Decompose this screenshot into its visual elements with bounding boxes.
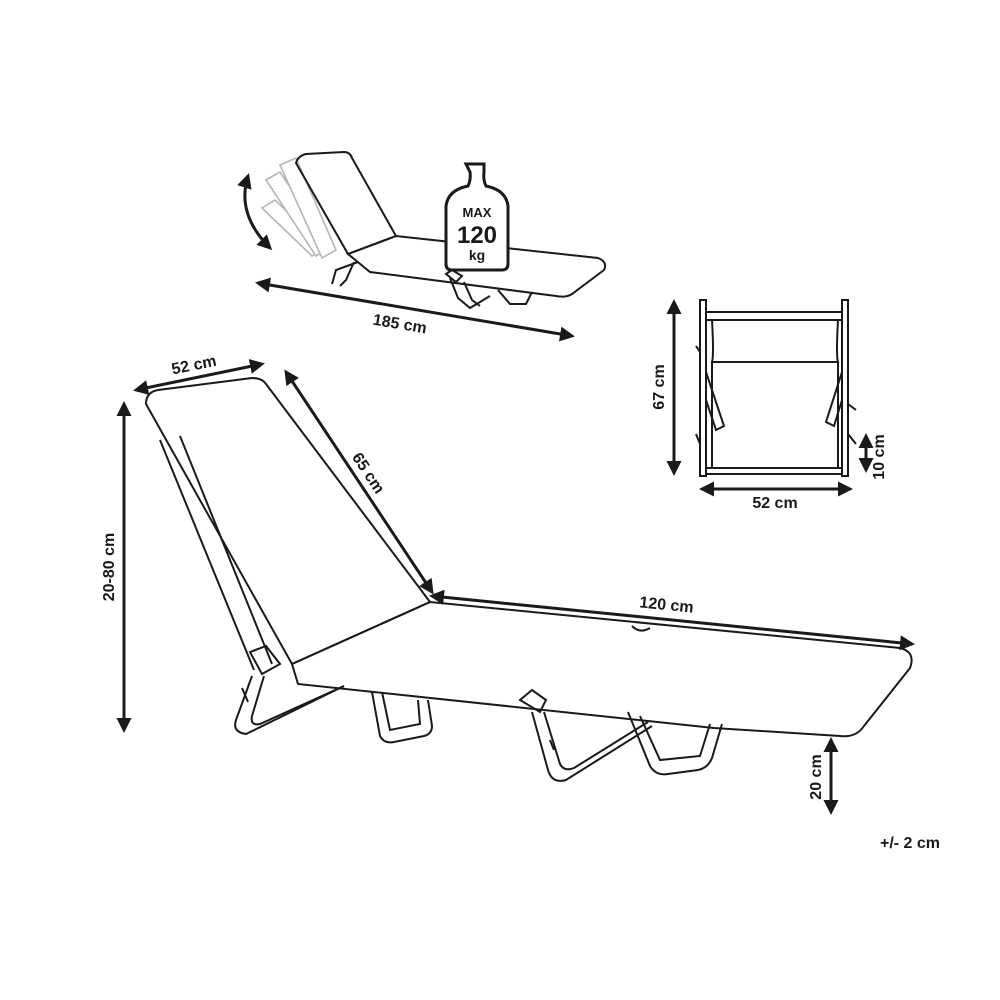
total-length-dimension-line <box>255 277 575 342</box>
weight-value-label: 120 <box>457 222 497 249</box>
folded-depth-label: 10 cm <box>871 434 888 479</box>
tolerance-label: +/- 2 cm <box>880 835 940 852</box>
recline-arrow-icon <box>237 173 273 251</box>
folded-lounger-illustration <box>695 299 857 477</box>
seat-height-label: 20 cm <box>808 754 825 799</box>
seat-length-label: 120 cm <box>639 594 695 616</box>
weight-unit-label: kg <box>469 247 485 263</box>
height-range-label: 20-80 cm <box>101 533 118 602</box>
main-lounger-illustration <box>144 376 913 782</box>
seat-length-dimension-line <box>429 589 915 651</box>
weight-max-label: MAX <box>463 205 492 220</box>
backrest-length-dimension-line <box>284 369 434 595</box>
weight-icon: MAX 120 kg <box>444 162 510 272</box>
total-length-label: 185 cm <box>372 312 428 338</box>
width-dimension-line <box>133 359 265 395</box>
folded-width-label: 52 cm <box>752 495 797 512</box>
reclining-lounger-illustration <box>260 150 607 310</box>
folded-height-label: 67 cm <box>651 364 668 409</box>
